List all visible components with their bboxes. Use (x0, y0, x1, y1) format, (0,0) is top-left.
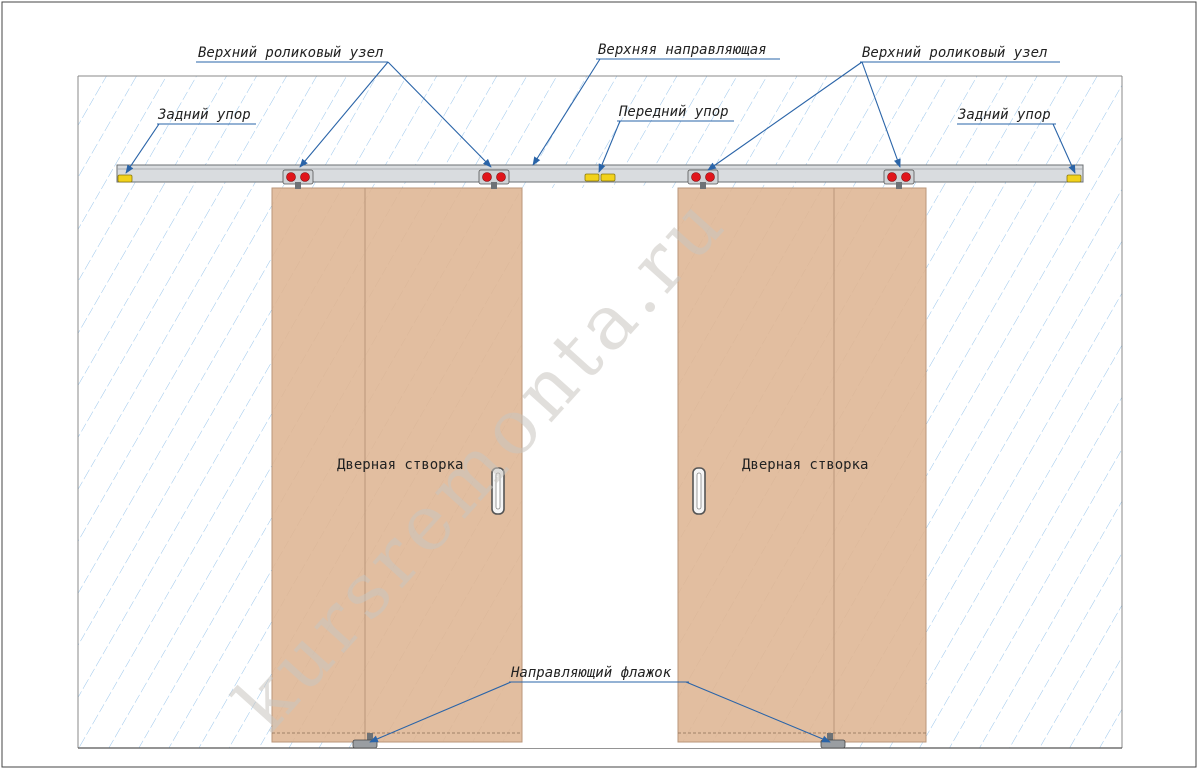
door-leaf-right (677, 187, 927, 743)
label-top-roller-left: Верхний роликовый узел (198, 45, 383, 61)
label-front-stop: Передний упор (618, 104, 729, 120)
back-stop-left-shape (117, 174, 133, 183)
leader-lines (125, 58, 1076, 743)
front-stop-shape (584, 173, 616, 182)
roller-carriage-3 (687, 169, 719, 189)
door-leaf-left (271, 187, 523, 743)
roller-carriage-4 (883, 169, 915, 189)
label-top-guide: Верхняя направляющая (598, 42, 767, 58)
label-top-roller-right: Верхний роликовый узел (862, 45, 1047, 61)
top-guide-rail (116, 164, 1084, 183)
label-guide-flag: Направляющий флажок (510, 665, 672, 681)
label-back-stop-right: Задний упор (957, 107, 1051, 123)
label-door-leaf-left: Дверная створка (337, 457, 463, 473)
back-stop-right-shape (1066, 174, 1082, 183)
label-door-leaf-right: Дверная створка (742, 457, 868, 473)
roller-carriage-2 (478, 169, 510, 189)
label-back-stop-left: Задний упор (157, 107, 251, 123)
roller-carriage-1 (282, 169, 314, 189)
